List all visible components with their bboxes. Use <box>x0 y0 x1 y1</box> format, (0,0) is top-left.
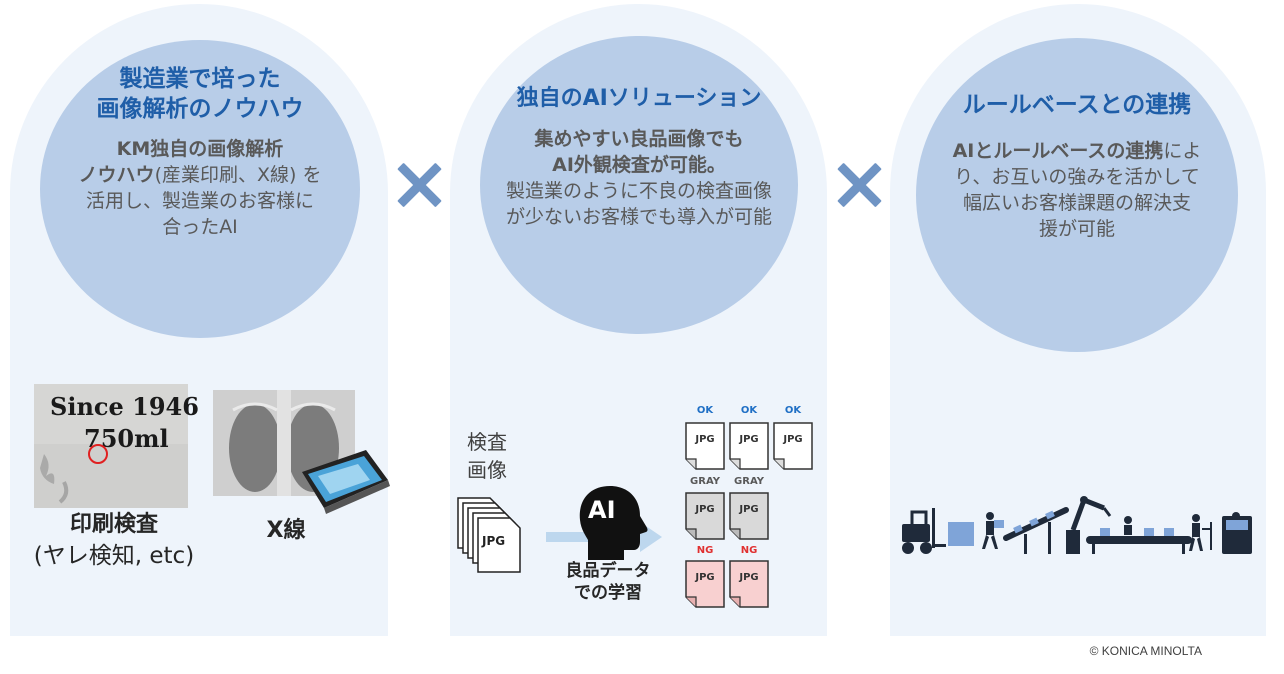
circle-image-analysis: 製造業で培った 画像解析のノウハウ KM独自の画像解析 ノウハウ(産業印刷、X線… <box>40 40 360 338</box>
ok-tag-2: OK <box>740 405 758 416</box>
print-sample-svg <box>34 384 188 508</box>
ok-file-3: JPG <box>773 422 813 470</box>
print-inspection-label-line-1: 印刷検査 <box>69 512 158 537</box>
defect-marker-icon <box>88 444 108 464</box>
panel-1-body: KM独自の画像解析 ノウハウ(産業印刷、X線) を 活用し、製造業のお客様に 合… <box>40 136 360 240</box>
panel-1-title-line-1: 製造業で培った <box>119 66 281 92</box>
ok-file-2-label: JPG <box>739 434 759 445</box>
ok-file-1-label: JPG <box>695 434 715 445</box>
panel-2-body: 集めやすい良品画像でも AI外観検査が可能。 製造業のように不良の検査画像 が少… <box>480 126 798 230</box>
copyright-text: © KONICA MINOLTA <box>1089 644 1202 658</box>
panel-1-body-line-4: 合ったAI <box>162 216 238 238</box>
gray-tag-2: GRAY <box>734 476 764 487</box>
gray-tag-1: GRAY <box>690 476 720 487</box>
panel-2-body-line-2: AI外観検査が可能。 <box>552 154 726 176</box>
print-inspection-image: Since 1946 750ml <box>34 384 199 508</box>
panel-2-title: 独自のAIソリューション <box>516 86 762 111</box>
inspection-image-label: 検査 画像 <box>456 428 518 484</box>
times-icon-1 <box>396 162 442 208</box>
ai-head-icon <box>579 486 648 560</box>
xray-label: X線 <box>266 518 306 543</box>
ng-file-1: JPG <box>685 560 725 608</box>
ok-tag-3: OK <box>784 405 802 416</box>
ng-tag-1: NG <box>696 545 714 556</box>
ai-head-text: AI <box>588 496 616 524</box>
gray-file-1: JPG <box>685 492 725 540</box>
print-inspection-label: 印刷検査 (ヤレ検知, etc) <box>14 510 214 572</box>
ng-file-2: JPG <box>729 560 769 608</box>
learning-label-line-2: での学習 <box>574 583 642 603</box>
panel-1-body-line-1: KM独自の画像解析 <box>116 138 284 160</box>
panel-3-body-line-1: AIとルールベースの連携によ <box>952 140 1202 162</box>
learning-label: 良品データ での学習 <box>548 560 668 604</box>
gray-file-2-label: JPG <box>739 504 759 515</box>
gray-file-2: JPG <box>729 492 769 540</box>
panel-2-body-line-4: が少ないお客様でも導入が可能 <box>505 206 772 228</box>
times-icon-2 <box>836 162 882 208</box>
panel-3-body-line-4: 援が可能 <box>1038 218 1115 240</box>
panel-3-body: AIとルールベースの連携によ り、お互いの強みを活かして 幅広いお客様課題の解決… <box>916 138 1238 242</box>
circle-rule-based: ルールベースとの連携 AIとルールベースの連携によ り、お互いの強みを活かして … <box>916 38 1238 352</box>
learning-label-line-1: 良品データ <box>565 561 651 581</box>
ng-tag-2: NG <box>740 545 758 556</box>
panel-2-body-line-3: 製造業のように不良の検査画像 <box>505 180 772 202</box>
circle-ai-solution: 独自のAIソリューション 集めやすい良品画像でも AI外観検査が可能。 製造業の… <box>480 36 798 334</box>
ng-file-1-label: JPG <box>695 572 715 583</box>
inspection-image-label-line-2: 画像 <box>467 458 507 482</box>
panel-1-body-line-2: ノウハウ(産業印刷、X線) を <box>78 164 322 186</box>
inspection-image-label-line-1: 検査 <box>467 430 507 454</box>
panel-3-body-line-2: り、お互いの強みを活かして <box>954 166 1200 188</box>
ng-file-2-label: JPG <box>739 572 759 583</box>
gray-file-1-label: JPG <box>695 504 715 515</box>
ok-file-1: JPG <box>685 422 725 470</box>
factory-line-icon <box>902 496 1252 554</box>
panel-3-body-line-3: 幅広いお客様課題の解決支 <box>962 192 1191 214</box>
ok-tag-1: OK <box>696 405 714 416</box>
panel-1-title: 製造業で培った 画像解析のノウハウ <box>40 64 360 124</box>
tablet-device-icon <box>302 450 390 514</box>
ok-file-3-label: JPG <box>783 434 803 445</box>
panel-3-title: ルールベースとの連携 <box>962 92 1192 118</box>
file-stack-icon <box>457 497 521 573</box>
panel-1-body-line-3: 活用し、製造業のお客様に <box>85 190 314 212</box>
panel-1-title-line-2: 画像解析のノウハウ <box>96 96 304 122</box>
print-sample-text-1: Since 1946 <box>50 392 199 421</box>
file-stack-label: JPG <box>482 534 506 548</box>
print-inspection-label-line-2: (ヤレ検知, etc) <box>33 543 195 569</box>
ok-file-2: JPG <box>729 422 769 470</box>
panel-2-body-line-1: 集めやすい良品画像でも <box>534 128 744 150</box>
